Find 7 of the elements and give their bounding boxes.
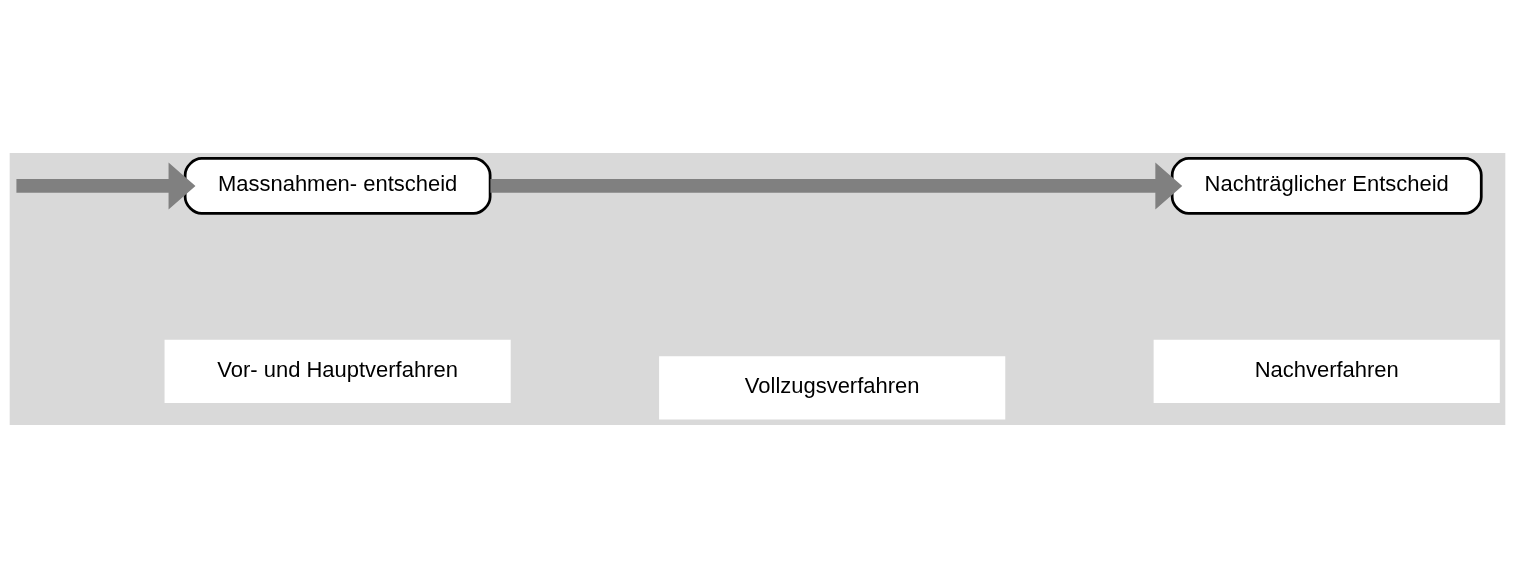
node-box: Vor- und Hauptverfahren (164, 339, 511, 403)
arrow (16, 161, 196, 209)
node-box: Vollzugsverfahren (659, 355, 1006, 419)
node-box: Massnahmen- entscheid (183, 156, 492, 215)
node-box: Nachträglicher Entscheid (1170, 156, 1483, 215)
node-box: Nachverfahren (1153, 339, 1500, 403)
arrow (490, 161, 1183, 209)
